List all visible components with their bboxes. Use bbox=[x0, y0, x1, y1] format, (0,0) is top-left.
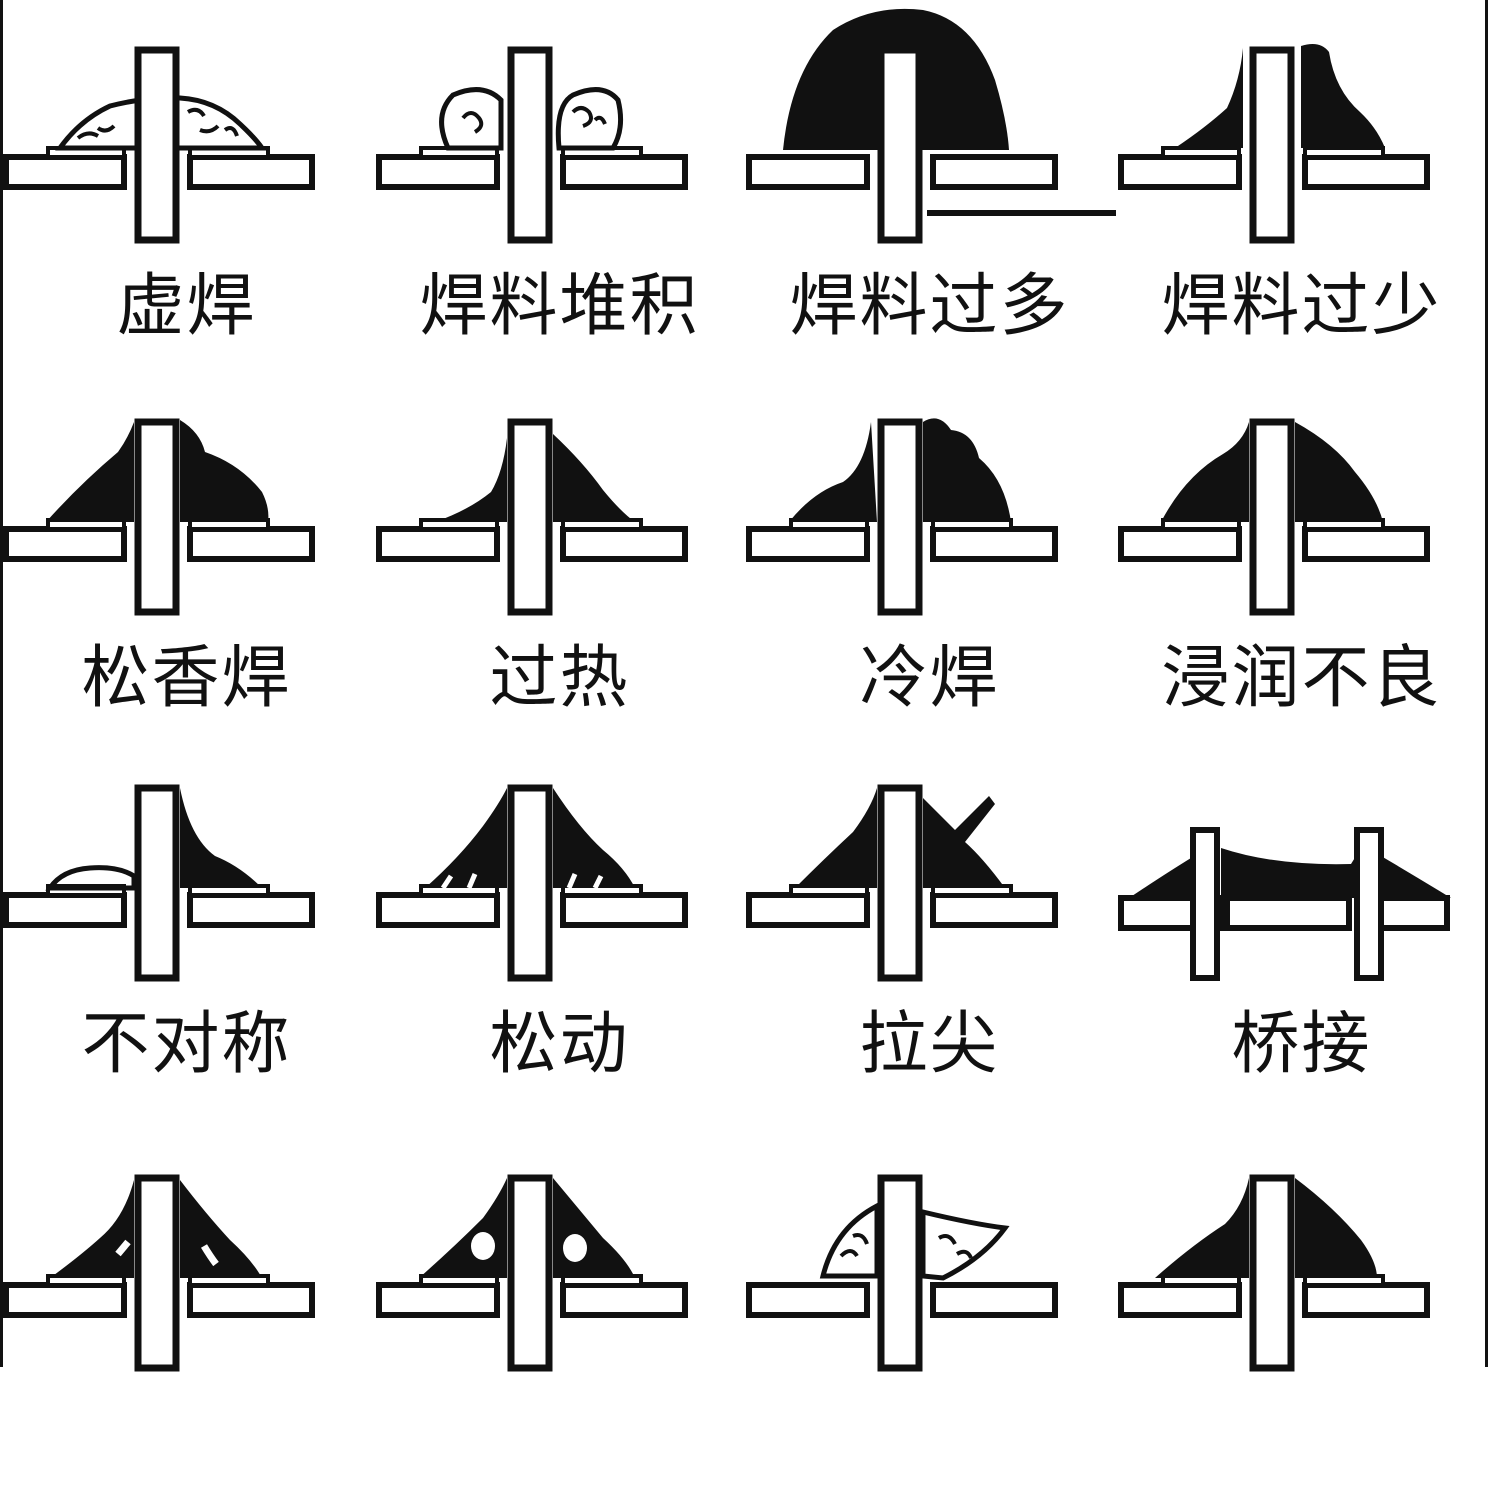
left-border-line bbox=[0, 0, 3, 1367]
porosity-icon bbox=[376, 1174, 688, 1372]
rosin-joint-icon bbox=[3, 418, 315, 616]
asymmetric-joint-icon bbox=[3, 784, 315, 982]
lifted-pad-icon bbox=[1118, 1174, 1430, 1372]
defect-cell bbox=[743, 1128, 1116, 1498]
defect-label: 焊料过少 bbox=[1161, 267, 1442, 346]
right-border-line bbox=[1485, 0, 1488, 1367]
defect-cell bbox=[1115, 1128, 1488, 1498]
solder-bridge-icon bbox=[1118, 827, 1451, 981]
defect-cell: 焊料堆积 bbox=[373, 0, 746, 370]
cracked-joint-icon bbox=[746, 1174, 1058, 1372]
poor-wetting-icon bbox=[1118, 418, 1430, 616]
loose-joint-icon bbox=[376, 784, 688, 982]
excess-solder-icon bbox=[746, 8, 1116, 244]
defect-label: 过热 bbox=[489, 639, 630, 718]
overheated-joint-icon bbox=[376, 418, 688, 616]
defect-label: 松动 bbox=[489, 1005, 630, 1084]
defect-cell: 松动 bbox=[373, 738, 746, 1108]
insufficient-solder-icon bbox=[1118, 44, 1430, 244]
defect-cell bbox=[0, 1128, 373, 1498]
defect-cell: 焊料过多 bbox=[743, 0, 1116, 370]
solder-accumulation-icon bbox=[376, 46, 688, 244]
defect-cell: 过热 bbox=[373, 372, 746, 742]
defect-label: 焊料过多 bbox=[789, 267, 1070, 346]
defect-cell: 浸润不良 bbox=[1115, 372, 1488, 742]
defect-cell: 虚焊 bbox=[0, 0, 373, 370]
defect-label: 松香焊 bbox=[81, 639, 292, 718]
defect-cell: 冷焊 bbox=[743, 372, 1116, 742]
defect-label: 桥接 bbox=[1231, 1005, 1372, 1084]
defect-label: 拉尖 bbox=[859, 1005, 1000, 1084]
cold-solder-icon bbox=[746, 418, 1058, 616]
defect-cell: 松香焊 bbox=[0, 372, 373, 742]
defect-cell: 桥接 bbox=[1115, 738, 1488, 1108]
defect-cell bbox=[373, 1128, 746, 1498]
defect-label: 焊料堆积 bbox=[419, 267, 700, 346]
defect-label: 冷焊 bbox=[859, 639, 1000, 718]
defect-label: 不对称 bbox=[81, 1005, 292, 1084]
solder-spike-icon bbox=[746, 784, 1058, 982]
defect-cell: 拉尖 bbox=[743, 738, 1116, 1108]
defect-cell: 不对称 bbox=[0, 738, 373, 1108]
virtual-solder-icon bbox=[3, 46, 315, 244]
defect-label: 虚焊 bbox=[116, 267, 257, 346]
defect-label: 浸润不良 bbox=[1161, 639, 1442, 718]
defect-cell: 焊料过少 bbox=[1115, 0, 1488, 370]
pinhole-icon bbox=[3, 1174, 315, 1372]
